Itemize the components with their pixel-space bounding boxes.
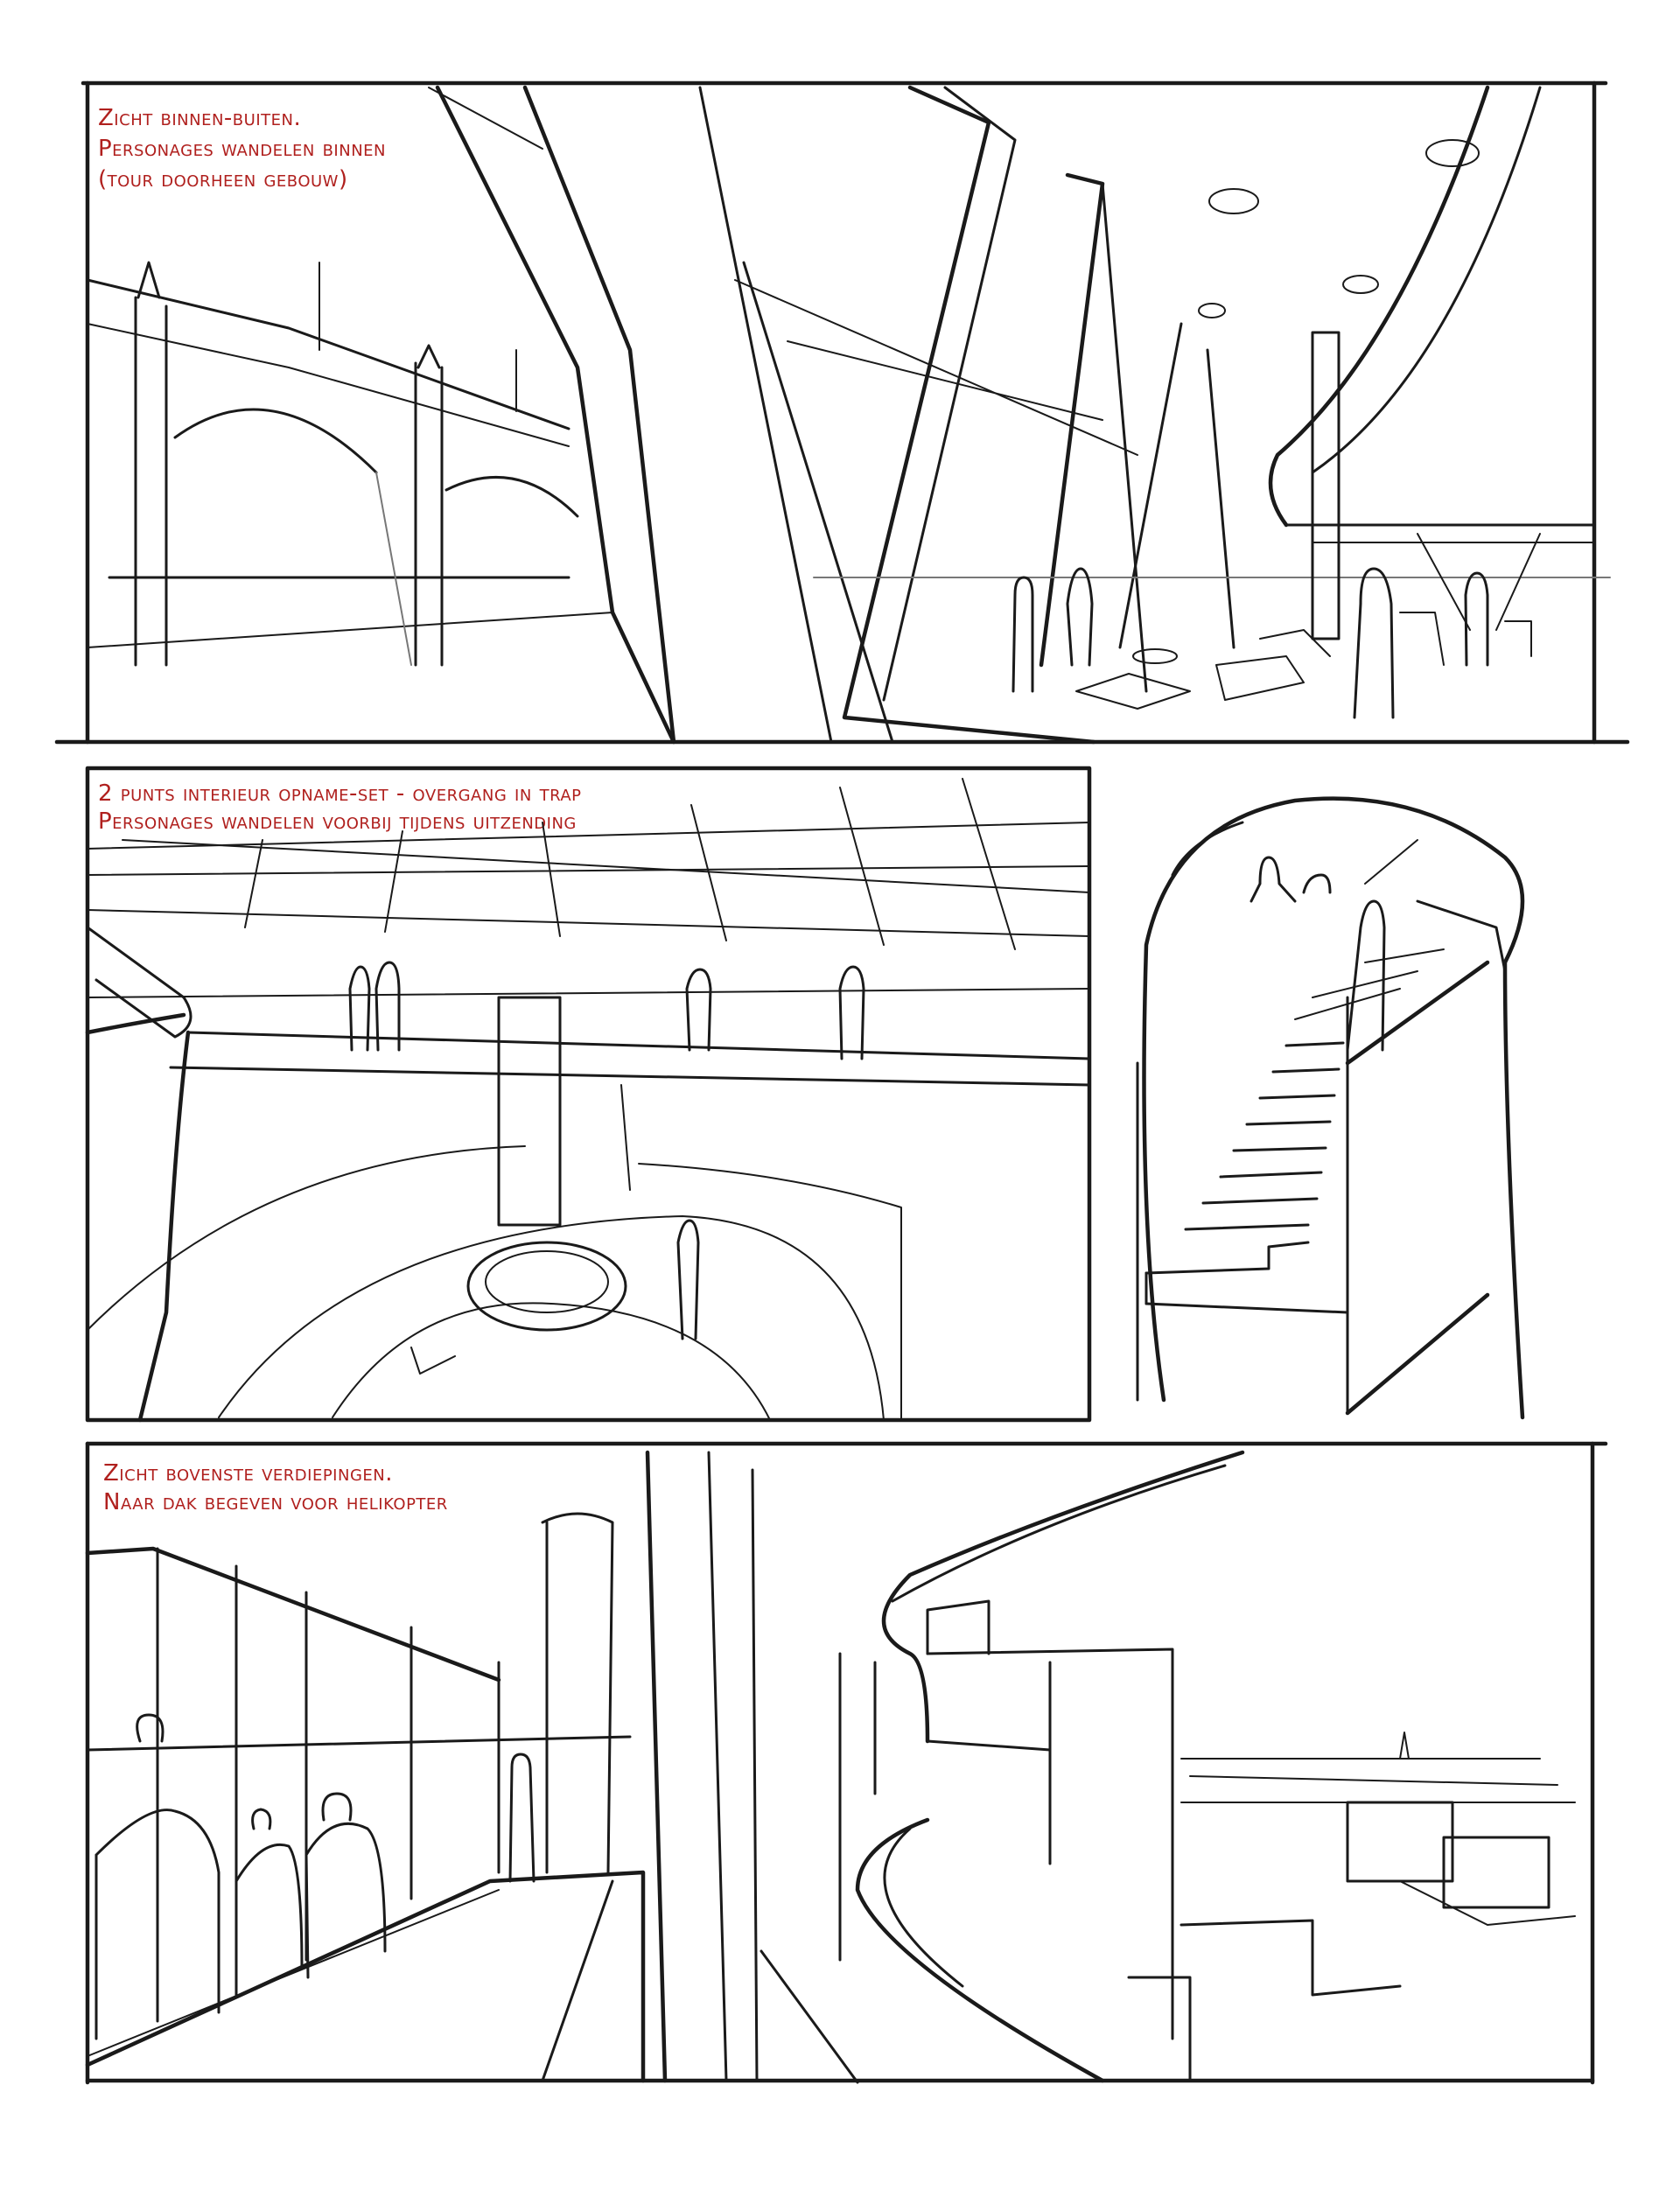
panel-1-note-line-1: Zicht binnen-buiten. [98,105,301,131]
people-panel-3 [1250,839,1418,1052]
rooftop-curve [760,1450,1245,2084]
concrete-column [541,1450,759,2083]
panel-1: Zicht binnen-buiten. Personages wandelen… [54,80,1630,745]
angled-column-structure [428,85,1611,745]
ceiling-grid [87,778,1090,950]
glass-wall [85,1546,632,2057]
people-panel-2 [348,961,865,1340]
curved-mezzanine [1198,85,1594,640]
panel-1-note-line-2: Personages wandelen binnen [98,136,386,162]
atrium-balcony [85,926,1091,1423]
panel-2: 2 punts interieur opname-set - overgang … [85,766,1092,1423]
people-panel-4 [94,1713,536,2040]
city-skyline [1127,1732,1576,2082]
panel-3 [1136,796,1525,1420]
panel-4-note-line-1: Zicht bovenste verdiepingen. [103,1460,393,1487]
desk-counter [85,1870,646,2083]
panel-4-note-line-2: Naar dak begeven voor helikopter [103,1489,448,1515]
panel-2-note-line-1: 2 punts interieur opname-set - overgang … [98,780,582,807]
staircase-steps [1144,948,1445,1314]
panel-4: Zicht bovenste verdiepingen. Naar dak be… [85,1441,1608,2085]
people-panel-1 [1012,567,1489,719]
lobby-furniture [1075,612,1532,710]
bridge-sketch [86,261,613,667]
panel-1-note-line-3: (tour doorheen gebouw) [98,166,348,192]
panel-2-note-line-2: Personages wandelen voorbij tijdens uitz… [98,808,577,835]
